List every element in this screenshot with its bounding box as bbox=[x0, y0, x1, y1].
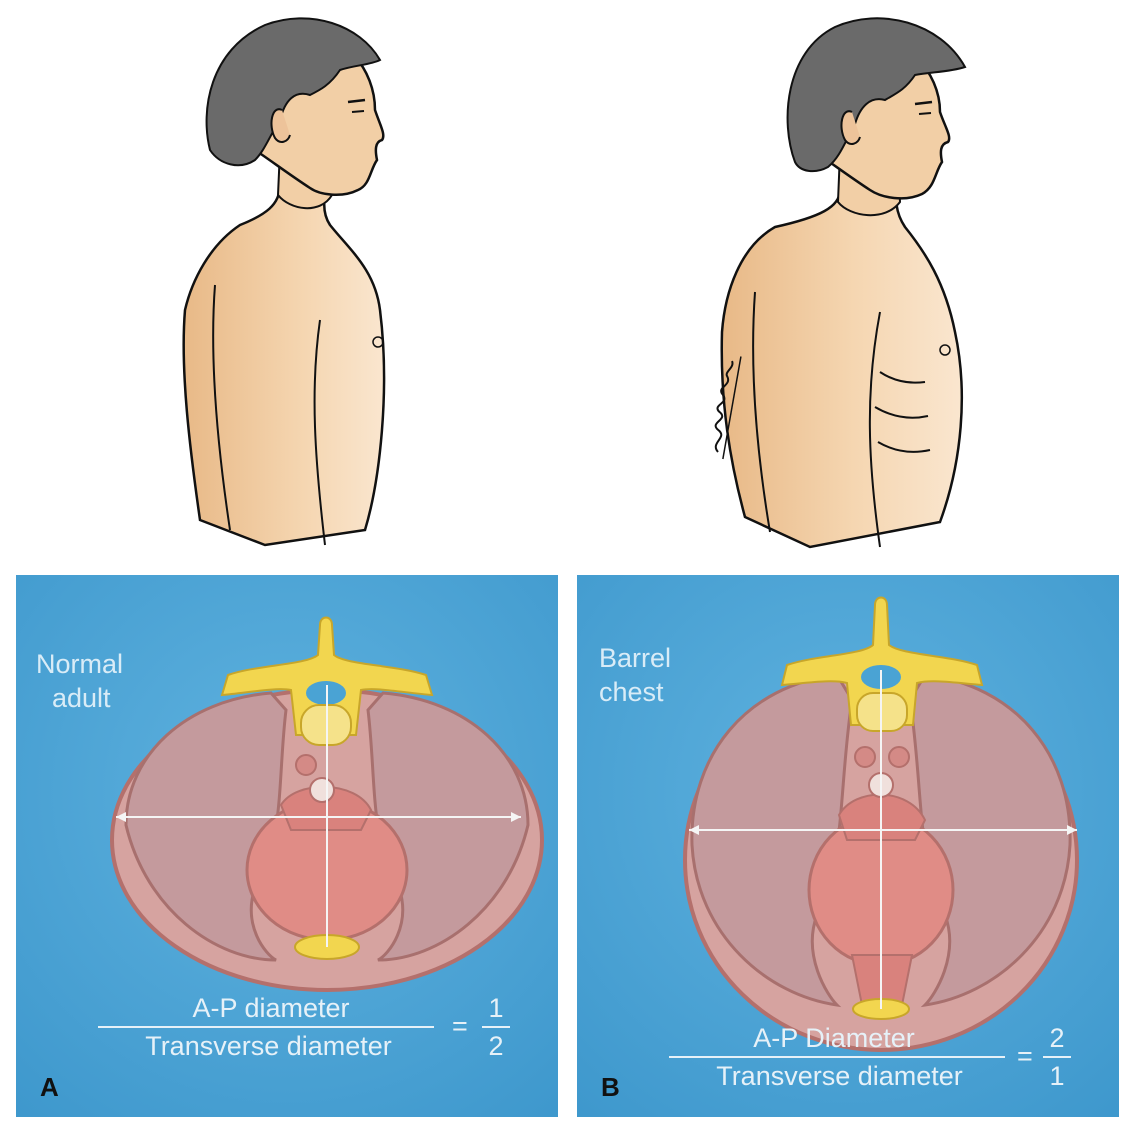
panel-a-normal-adult: Normal adult A-P diameter Transverse dia… bbox=[16, 575, 558, 1117]
normal-adult-illustration bbox=[170, 10, 410, 555]
panel-a-fraction-bar bbox=[98, 1026, 434, 1028]
panel-a-ratio-bar bbox=[482, 1026, 510, 1028]
panel-b-ratio-bottom: 1 bbox=[1049, 1061, 1065, 1091]
barrel-chest-illustration bbox=[700, 12, 990, 557]
panel-a-title-line2: adult bbox=[52, 683, 111, 713]
panel-b-label: B bbox=[601, 1072, 620, 1102]
panel-b-fraction-bar bbox=[669, 1056, 1005, 1058]
panel-a-ratio-top: 1 bbox=[488, 993, 504, 1023]
panel-a-ratio: A-P diameter Transverse diameter = 1 2 bbox=[16, 575, 558, 1117]
barrel-chest-cross-section bbox=[577, 575, 1119, 1117]
panel-b-ratio-bar bbox=[1043, 1056, 1071, 1058]
panel-b-ratio-top: 2 bbox=[1049, 1023, 1065, 1053]
panel-b-title: Barrel chest bbox=[599, 641, 671, 709]
panel-b-title-line1: Barrel bbox=[599, 643, 672, 673]
panel-b-barrel-chest: Barrel chest A-P Diameter Transverse dia… bbox=[577, 575, 1119, 1117]
panel-a-title-line1: Normal bbox=[36, 649, 124, 679]
panel-a-label: A bbox=[40, 1072, 59, 1102]
panel-b-denominator: Transverse diameter bbox=[716, 1061, 963, 1091]
panel-b-numerator: A-P Diameter bbox=[753, 1023, 915, 1053]
panel-b-ratio: A-P Diameter Transverse diameter = 2 1 bbox=[577, 575, 1119, 1117]
panel-a-equals: = bbox=[452, 1011, 468, 1041]
panel-b-title-line2: chest bbox=[599, 677, 664, 707]
panel-a-title: Normal adult bbox=[36, 647, 123, 715]
panel-a-ratio-bottom: 2 bbox=[488, 1031, 504, 1061]
panel-b-equals: = bbox=[1017, 1041, 1033, 1071]
artist-signature bbox=[714, 356, 742, 460]
panel-a-denominator: Transverse diameter bbox=[145, 1031, 392, 1061]
panel-a-numerator: A-P diameter bbox=[192, 993, 350, 1023]
